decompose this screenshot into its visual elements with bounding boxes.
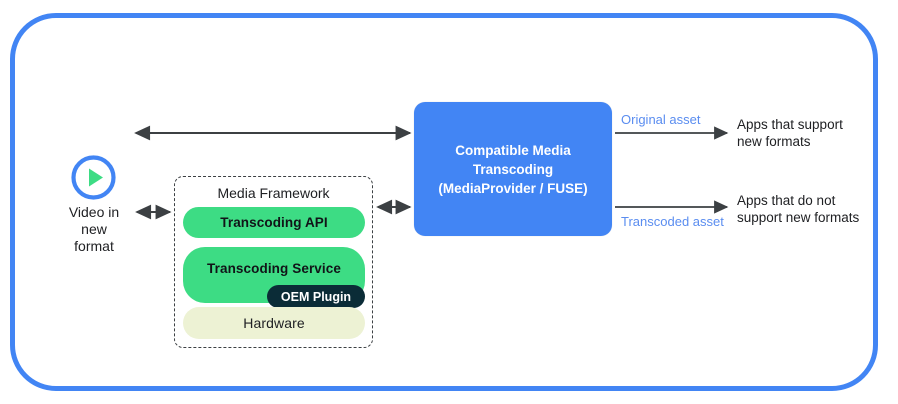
transcoded-asset-label: Transcoded asset bbox=[621, 214, 724, 229]
transcoding-api-block[interactable]: Transcoding API bbox=[183, 207, 365, 238]
compatible-media-transcoding-box[interactable]: Compatible Media Transcoding (MediaProvi… bbox=[414, 102, 612, 236]
oem-plugin-label: OEM Plugin bbox=[280, 289, 352, 304]
apps-nonsupporting-label: Apps that do not support new formats bbox=[737, 192, 859, 226]
cmt-line-1: Compatible Media bbox=[455, 142, 571, 158]
media-framework-title: Media Framework bbox=[217, 185, 330, 201]
oem-plugin-badge[interactable]: OEM Plugin bbox=[267, 285, 365, 308]
transcoding-api-label: Transcoding API bbox=[220, 215, 328, 230]
hardware-label: Hardware bbox=[243, 315, 305, 331]
transcoding-service-label: Transcoding Service bbox=[207, 261, 341, 276]
source-video-label: Video in new format bbox=[46, 204, 142, 255]
source-video-label-line-1: Video in bbox=[68, 204, 120, 220]
media-framework-group: Media Framework Transcoding API Transcod… bbox=[174, 176, 373, 348]
apps-supporting-line-2: new formats bbox=[737, 134, 811, 149]
source-video-label-line-2: new bbox=[81, 221, 107, 237]
hardware-block[interactable]: Hardware bbox=[183, 307, 365, 339]
apps-supporting-label: Apps that support new formats bbox=[737, 116, 843, 150]
apps-supporting-line-1: Apps that support bbox=[737, 117, 843, 132]
cmt-line-2: Transcoding bbox=[472, 161, 554, 177]
cmt-line-3: (MediaProvider / FUSE) bbox=[438, 180, 588, 196]
source-video-label-line-3: format bbox=[74, 238, 114, 254]
apps-nonsupporting-line-1: Apps that do not bbox=[737, 193, 836, 208]
apps-nonsupporting-line-2: support new formats bbox=[737, 210, 860, 225]
original-asset-label: Original asset bbox=[621, 112, 701, 127]
play-circle-icon bbox=[70, 154, 117, 201]
